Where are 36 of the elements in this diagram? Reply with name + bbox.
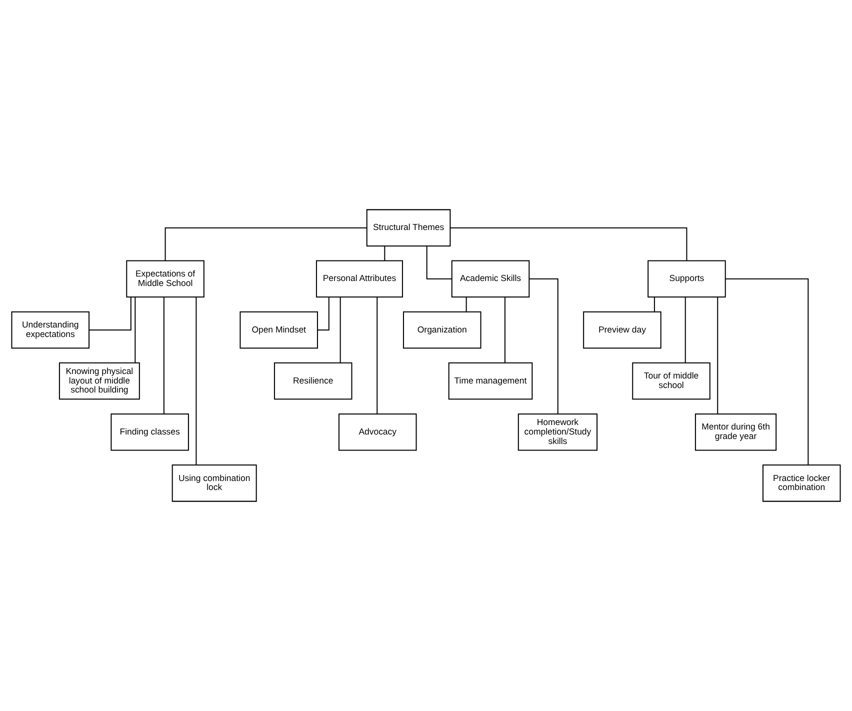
node-box: Expectations of Middle School (126, 260, 204, 298)
node-box: Understanding expectations (11, 311, 90, 349)
connector (529, 278, 558, 414)
connector (717, 297, 718, 414)
connector (164, 227, 367, 261)
connector (340, 297, 341, 363)
node-box: Tour of middle school (632, 362, 710, 400)
node-box: Advocacy (338, 413, 417, 451)
node-box: Supports (648, 260, 726, 298)
node-box: Preview day (583, 311, 662, 349)
connector (504, 297, 506, 363)
node-box: Organization (402, 311, 482, 349)
node-box: Homework completion/Study skills (518, 413, 598, 451)
node-box: Finding classes (110, 413, 189, 451)
node-box: Academic Skills (451, 260, 530, 298)
connector (376, 297, 378, 414)
connector (196, 297, 197, 465)
node-box: Structural Themes (366, 209, 451, 246)
connector (684, 297, 686, 363)
connector (725, 278, 809, 465)
connector (654, 297, 655, 312)
node-box: Open Mindset (240, 311, 318, 349)
connector (426, 246, 452, 280)
node-box: Mentor during 6th grade year (694, 413, 777, 451)
node-box: Time management (448, 362, 533, 400)
connector (134, 297, 136, 363)
connector (163, 297, 164, 414)
node-box: Knowing physical layout of middle school building (58, 362, 140, 400)
node-box: Resilience (274, 362, 352, 400)
connector (466, 297, 467, 312)
node-box: Practice locker combination (762, 464, 841, 502)
node-box: Using combination lock (172, 464, 257, 502)
connector (89, 297, 132, 330)
node-box: Personal Attributes (316, 260, 403, 298)
connector (450, 227, 688, 261)
connector (384, 246, 386, 261)
